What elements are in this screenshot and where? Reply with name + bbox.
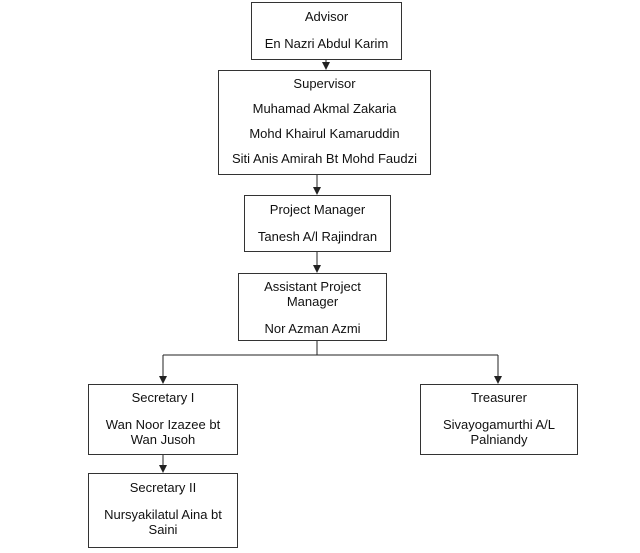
- treasurer-name-line2: Palniandy: [470, 432, 528, 447]
- project-manager-name: Tanesh A/l Rajindran: [257, 229, 378, 244]
- treasurer-role: Treasurer: [471, 390, 527, 405]
- supervisor-role: Supervisor: [293, 76, 356, 91]
- supervisor-box: Supervisor Muhamad Akmal Zakaria Mohd Kh…: [218, 70, 431, 175]
- secretary1-box: Secretary I Wan Noor Izazee bt Wan Jusoh: [88, 384, 238, 455]
- secretary2-box: Secretary II Nursyakilatul Aina bt Saini: [88, 473, 238, 548]
- advisor-name: En Nazri Abdul Karim: [264, 36, 389, 51]
- secretary1-role: Secretary I: [131, 390, 195, 405]
- advisor-box: Advisor En Nazri Abdul Karim: [251, 2, 402, 60]
- treasurer-name-line1: Sivayogamurthi A/L: [442, 417, 555, 432]
- assistant-pm-role-line2: Manager: [286, 294, 339, 309]
- assistant-pm-role-line1: Assistant Project: [264, 279, 361, 294]
- treasurer-box: Treasurer Sivayogamurthi A/L Palniandy: [420, 384, 578, 455]
- assistant-pm-name: Nor Azman Azmi: [264, 321, 361, 336]
- secretary2-name-line1: Nursyakilatul Aina bt: [104, 507, 222, 522]
- secretary2-name-line2: Saini: [148, 522, 178, 537]
- supervisor-name-1: Muhamad Akmal Zakaria: [252, 101, 397, 116]
- assistant-pm-box: Assistant Project Manager Nor Azman Azmi: [238, 273, 387, 341]
- project-manager-role: Project Manager: [269, 202, 366, 217]
- supervisor-name-2: Mohd Khairul Kamaruddin: [249, 126, 400, 141]
- secretary1-name-line1: Wan Noor Izazee bt: [105, 417, 221, 432]
- secretary2-role: Secretary II: [129, 480, 197, 495]
- secretary1-name-line2: Wan Jusoh: [130, 432, 196, 447]
- supervisor-name-3: Siti Anis Amirah Bt Mohd Faudzi: [232, 151, 417, 166]
- advisor-role: Advisor: [304, 9, 349, 24]
- project-manager-box: Project Manager Tanesh A/l Rajindran: [244, 195, 391, 252]
